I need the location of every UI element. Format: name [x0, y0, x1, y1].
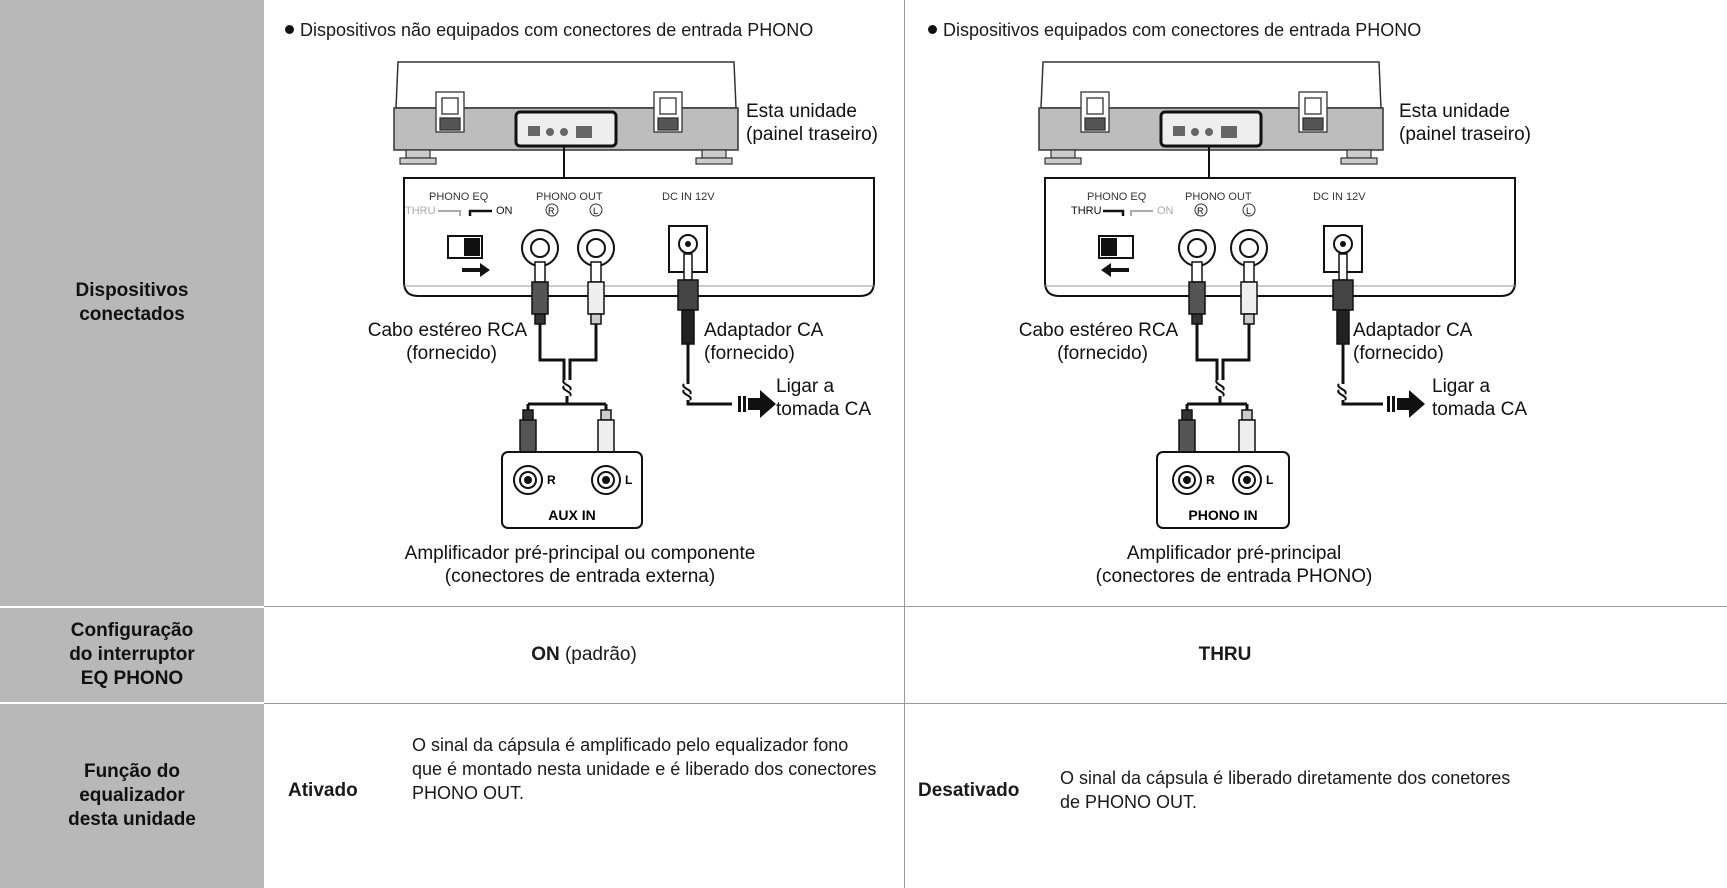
right-bullet-text: Dispositivos equipados com conectores de…: [943, 20, 1422, 40]
panel-dc-in-label: DC IN 12V: [1313, 191, 1366, 203]
left-adapter-label: Adaptador CA (fornecido): [704, 319, 823, 365]
right-function-desc: O sinal da cápsula é liberado diretament…: [1060, 768, 1511, 812]
input-jack-r: R: [1206, 473, 1215, 487]
right-cable-label: Cabo estéreo RCA (fornecido): [1016, 319, 1181, 365]
input-jack-l: L: [1266, 473, 1273, 487]
left-amp-label-2: (conectores de entrada externa): [444, 566, 716, 587]
left-cable-label-2: (fornecido): [406, 343, 497, 364]
bullet-dot-icon: [928, 25, 937, 34]
right-function-term: Desativado: [918, 780, 1020, 801]
rca-plug-red: [1188, 261, 1206, 325]
panel-r-label: R: [548, 206, 555, 216]
row-header-function-text: Função do equalizador desta unidade: [68, 761, 196, 830]
left-cable-label-1: Cabo estéreo RCA: [367, 320, 528, 341]
turntable-feet: [399, 149, 733, 165]
right-amp-label-2: (conectores de entrada PHONO): [1095, 566, 1373, 587]
hinge-left: [435, 91, 465, 133]
left-outlet-label: Ligar a tomada CA: [776, 375, 871, 421]
input-jacks: [1172, 465, 1262, 495]
left-outlet-label-2: tomada CA: [776, 399, 872, 420]
left-amp-label-1: Amplificador pré-principal ou componente: [404, 543, 756, 564]
panel-l-label: L: [1246, 206, 1251, 216]
input-jack-l: L: [625, 473, 632, 487]
left-config-rest: (padrão): [559, 644, 637, 665]
hinge-left: [1080, 91, 1110, 133]
left-unit-label-2: (painel traseiro): [746, 124, 878, 145]
row-header-config-text: Configuração do interruptor EQ PHONO: [69, 620, 195, 689]
switch-arrow-left: [1101, 263, 1129, 277]
panel-phono-out-label: PHONO OUT: [1185, 191, 1252, 203]
right-unit-label: Esta unidade (painel traseiro): [1399, 100, 1531, 146]
right-adapter-label-2: (fornecido): [1353, 343, 1444, 364]
right-connection-diagram: PHONO EQ PHONO OUT DC IN 12V THRU ON R L: [1038, 61, 1516, 529]
input-name: PHONO IN: [1188, 507, 1257, 523]
panel-phono-eq-label: PHONO EQ: [1087, 191, 1147, 203]
rear-panel-zoom: [1044, 177, 1516, 297]
right-outlet-label-2: tomada CA: [1432, 399, 1528, 420]
turntable-feet: [1044, 149, 1378, 165]
left-amp-label: Amplificador pré-principal ou componente…: [380, 542, 780, 588]
bullet-dot-icon: [285, 25, 294, 34]
input-jacks: [513, 465, 621, 495]
right-cable-label-1: Cabo estéreo RCA: [1018, 320, 1179, 341]
row-header-function: Função do equalizador desta unidade: [0, 704, 264, 888]
left-adapter-label-1: Adaptador CA: [704, 320, 824, 341]
column-divider: [904, 0, 905, 888]
right-config-value: THRU: [905, 643, 1545, 667]
left-unit-label-1: Esta unidade: [746, 101, 857, 122]
outlet-arrow-icon: [1387, 390, 1425, 418]
left-outlet-label-1: Ligar a: [776, 376, 835, 397]
row-header-config: Configuração do interruptor EQ PHONO: [0, 608, 264, 702]
left-adapter-label-2: (fornecido): [704, 343, 795, 364]
right-unit-label-1: Esta unidade: [1399, 101, 1510, 122]
right-adapter-label-1: Adaptador CA: [1353, 320, 1473, 341]
panel-r-label: R: [1197, 206, 1204, 216]
switch-arrow-right: [462, 263, 490, 277]
input-name: AUX IN: [548, 507, 595, 523]
hinge-right: [1298, 91, 1328, 133]
panel-on-label: ON: [496, 205, 513, 217]
right-adapter-label: Adaptador CA (fornecido): [1353, 319, 1472, 365]
row-divider-2: [264, 703, 1727, 704]
left-connection-diagram: PHONO EQ PHONO OUT DC IN 12V THRU ON R L: [393, 61, 875, 529]
left-function-desc: O sinal da cápsula é amplificado pelo eq…: [412, 735, 877, 803]
phono-out-jacks: [521, 229, 615, 267]
left-unit-label: Esta unidade (painel traseiro): [746, 100, 878, 146]
row-header-devices: Dispositivos conectados: [0, 0, 264, 606]
right-cable-label-2: (fornecido): [1057, 343, 1148, 364]
panel-dc-in-label: DC IN 12V: [662, 191, 715, 203]
rca-plug-red: [531, 261, 549, 325]
right-outlet-label: Ligar a tomada CA: [1432, 375, 1527, 421]
panel-on-label: ON: [1157, 205, 1174, 217]
left-bullet-text: Dispositivos não equipados com conectore…: [300, 20, 814, 40]
right-outlet-label-1: Ligar a: [1432, 376, 1491, 397]
panel-thru-label: THRU: [405, 205, 436, 217]
hinge-right: [653, 91, 683, 133]
dc-plug: [677, 253, 699, 345]
left-bullet: Dispositivos não equipados com conectore…: [285, 19, 813, 41]
panel-l-label: L: [593, 206, 598, 216]
right-amp-label-1: Amplificador pré-principal: [1126, 543, 1342, 564]
right-bullet: Dispositivos equipados com conectores de…: [928, 19, 1421, 41]
row-header-devices-text: Dispositivos conectados: [75, 280, 189, 325]
outlet-arrow-icon: [738, 390, 776, 418]
panel-phono-eq-label: PHONO EQ: [429, 191, 489, 203]
phono-out-jacks: [1178, 229, 1268, 267]
left-config-bold: ON: [531, 644, 560, 665]
right-config-bold: THRU: [1198, 644, 1252, 665]
right-amp-label: Amplificador pré-principal (conectores d…: [1034, 542, 1434, 588]
right-unit-label-2: (painel traseiro): [1399, 124, 1531, 145]
rca-plug-white: [587, 261, 605, 325]
panel-phono-out-label: PHONO OUT: [536, 191, 603, 203]
left-config-value: ON (padrão): [264, 643, 904, 667]
panel-thru-label: THRU: [1071, 205, 1102, 217]
input-jack-r: R: [547, 473, 556, 487]
rca-plug-white: [1240, 261, 1258, 325]
rear-panel-zoom: [403, 177, 875, 297]
left-cable-label: Cabo estéreo RCA (fornecido): [365, 319, 530, 365]
row-divider-1: [264, 606, 1727, 607]
left-function-term: Ativado: [288, 780, 358, 801]
